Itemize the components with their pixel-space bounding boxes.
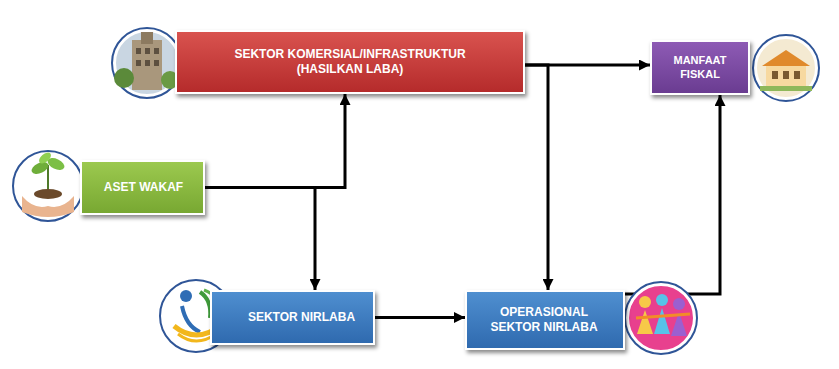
building-icon [112,28,182,98]
box-label: OPERASIONAL SEKTOR NIRLABA [479,305,609,335]
box-label: SEKTOR KOMERSIAL/INFRASTRUKTUR (HASILKAN… [225,47,475,77]
flow-arrow [625,95,720,294]
flow-arrow [375,316,465,319]
box-label: ASET WAKAF [104,180,183,195]
people-icon [625,282,697,354]
flow-arrow [525,65,548,290]
operations-box: OPERASIONAL SEKTOR NIRLABA [465,290,625,350]
box-label: SEKTOR NIRLABA [248,310,355,325]
plant-hands-icon [13,150,83,221]
flow-arrow [205,94,345,188]
fiscal-box: MANFAAT FISKAL [650,40,750,95]
flow-arrow [205,188,315,291]
school-icon [753,35,819,101]
nonprofit-box: SEKTOR NIRLABA [210,290,375,345]
asset-box: ASET WAKAF [80,160,205,215]
box-label: MANFAAT FISKAL [665,54,735,82]
commercial-box: SEKTOR KOMERSIAL/INFRASTRUKTUR (HASILKAN… [175,30,525,94]
